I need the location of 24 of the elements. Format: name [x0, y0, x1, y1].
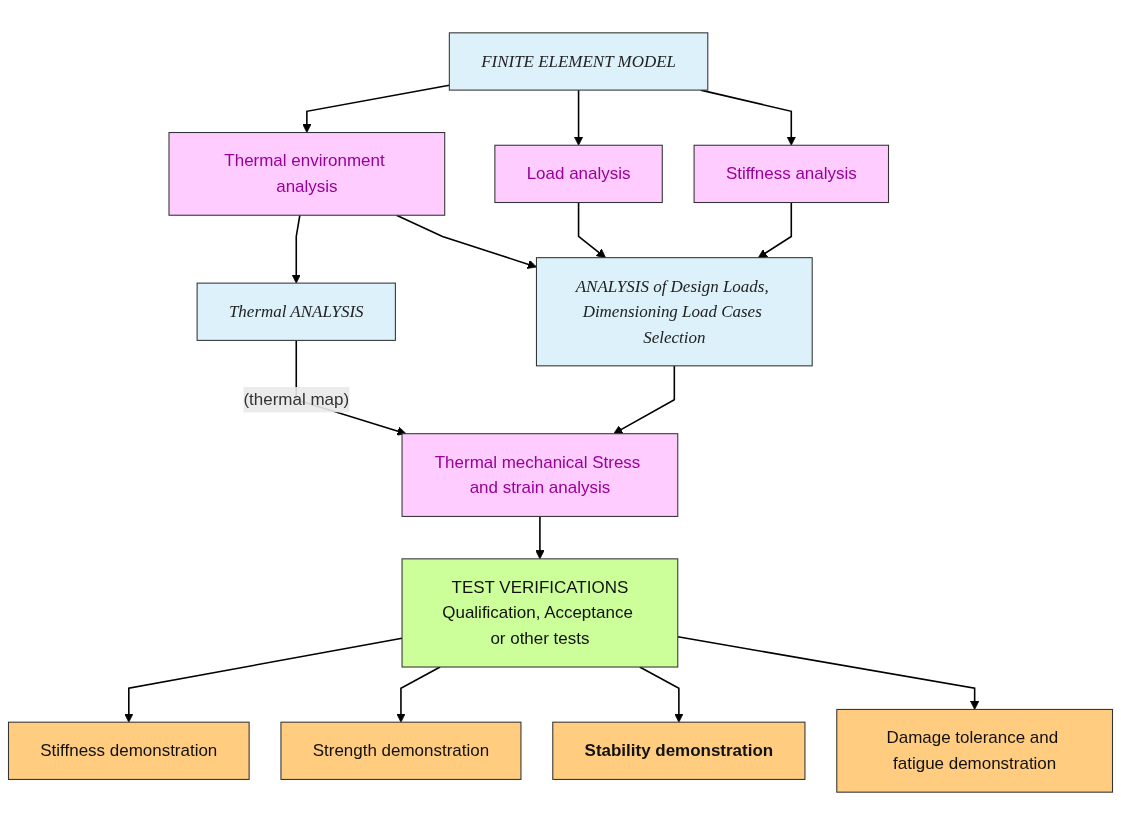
arrow	[638, 666, 684, 723]
arrow	[573, 89, 584, 146]
node-box: Strength demonstration	[280, 721, 522, 780]
node-box: Thermal environment analysis	[168, 132, 446, 216]
arrow	[577, 201, 606, 259]
arrow	[757, 201, 793, 259]
node-box: Load analysis	[494, 144, 663, 204]
arrow	[291, 214, 301, 284]
node-box: TEST VERIFICATIONS Qualification, Acceptance or other tests	[401, 558, 679, 668]
node-box: Damage tolerance and fatigue demonstration	[836, 708, 1114, 793]
node-box: Thermal mechanical Stress and strain analysis	[401, 433, 679, 517]
node-box: ANALYSIS of Design Loads, Dimensioning Load Cases Selection	[535, 257, 813, 367]
node-box: Stiffness demonstration	[7, 721, 250, 780]
node-box: FINITE ELEMENT MODEL	[448, 32, 709, 91]
arrow	[677, 636, 980, 710]
node-box: Stiffness analysis	[693, 144, 890, 204]
node-box: Stability demonstration	[552, 721, 806, 780]
arrow	[395, 214, 537, 269]
arrow	[535, 515, 545, 560]
arrow	[124, 637, 403, 723]
edge-label: (thermal map)	[243, 390, 350, 409]
arrow	[396, 666, 441, 723]
arrow	[613, 365, 676, 435]
node-box: Thermal ANALYSIS	[196, 282, 396, 341]
